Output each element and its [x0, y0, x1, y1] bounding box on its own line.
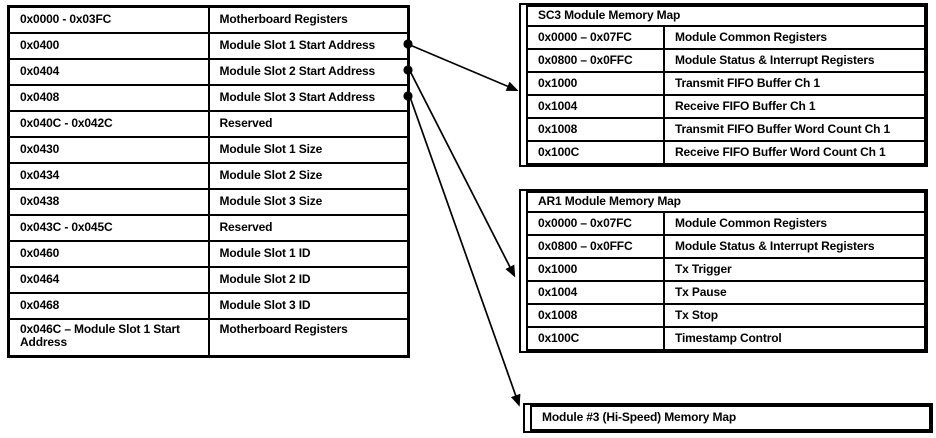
- table-cell: 0x0464: [7, 265, 210, 294]
- table-cell: 0x0800 – 0x0FFC: [526, 48, 665, 73]
- table-cell: Reserved: [207, 109, 410, 138]
- table-cell: Module Slot 2 Size: [207, 161, 410, 190]
- table-cell: Module Slot 1 Start Address: [207, 31, 410, 60]
- table-cell: Module Slot 1 ID: [207, 239, 410, 268]
- table-cell: 0x0000 – 0x07FC: [526, 211, 665, 236]
- table-cell: 0x0430: [7, 135, 210, 164]
- table-cell: 0x0800 – 0x0FFC: [526, 234, 665, 259]
- table-cell: Tx Pause: [663, 280, 926, 305]
- table-cell: Module Slot 3 Size: [207, 187, 410, 216]
- table-cell: Timestamp Control: [663, 326, 926, 351]
- table-cell: Motherboard Registers: [207, 317, 410, 358]
- table-cell: 0x0000 – 0x07FC: [526, 25, 665, 50]
- table-header-row: AR1 Module Memory Map: [526, 191, 926, 213]
- table-cell: 0x0404: [7, 57, 210, 86]
- table-cell: 0x0400: [7, 31, 210, 60]
- arrow-slot1-to-sc3-icon: [409, 44, 519, 91]
- arrow-slot3-to-module3-icon: [409, 96, 521, 407]
- table-header-row: Module #3 (Hi-Speed) Memory Map: [530, 405, 931, 431]
- ar1-table-title: AR1 Module Memory Map: [526, 191, 926, 213]
- table-cell: 0x1004: [526, 94, 665, 119]
- table-cell: 0x0468: [7, 291, 210, 320]
- table-cell: Transmit FIFO Buffer Ch 1: [663, 71, 926, 96]
- table-cell: 0x1008: [526, 303, 665, 328]
- table-cell: Module Slot 1 Size: [207, 135, 410, 164]
- table-cell: 0x0438: [7, 187, 210, 216]
- module3-memory-map-table: Module #3 (Hi-Speed) Memory Map: [530, 405, 931, 431]
- table-cell: 0x0460: [7, 239, 210, 268]
- table-cell: Module Slot 3 Start Address: [207, 83, 410, 112]
- table-cell: 0x040C - 0x042C: [7, 109, 210, 138]
- module3-table-title: Module #3 (Hi-Speed) Memory Map: [530, 405, 931, 431]
- table-cell: Motherboard Registers: [207, 5, 410, 34]
- table-cell: Module Slot 3 ID: [207, 291, 410, 320]
- sc3-table-title: SC3 Module Memory Map: [526, 5, 926, 27]
- table-cell: Transmit FIFO Buffer Word Count Ch 1: [663, 117, 926, 142]
- table-header-row: SC3 Module Memory Map: [526, 5, 926, 27]
- table-cell: 0x100C: [526, 140, 665, 165]
- table-cell: Receive FIFO Buffer Word Count Ch 1: [663, 140, 926, 165]
- table-cell: Tx Stop: [663, 303, 926, 328]
- table-cell: 0x0408: [7, 83, 210, 112]
- table-cell: Module Common Registers: [663, 25, 926, 50]
- table-cell: 0x1000: [526, 71, 665, 96]
- table-cell: 0x0434: [7, 161, 210, 190]
- table-cell: Module Status & Interrupt Registers: [663, 48, 926, 73]
- table-cell: Tx Trigger: [663, 257, 926, 282]
- module3-memory-map-box: Module #3 (Hi-Speed) Memory Map: [523, 403, 933, 433]
- table-cell: 0x1000: [526, 257, 665, 282]
- table-cell: Reserved: [207, 213, 410, 242]
- table-cell: 0x1004: [526, 280, 665, 305]
- table-cell: Module Slot 2 ID: [207, 265, 410, 294]
- table-cell: Module Status & Interrupt Registers: [663, 234, 926, 259]
- table-cell: Receive FIFO Buffer Ch 1: [663, 94, 926, 119]
- arrow-slot2-to-ar1-icon: [409, 70, 516, 278]
- table-cell: 0x1008: [526, 117, 665, 142]
- table-cell: Module Slot 2 Start Address: [207, 57, 410, 86]
- table-cell: 0x046C – Module Slot 1 Start Address: [7, 317, 210, 358]
- table-cell: 0x0000 - 0x03FC: [7, 5, 210, 34]
- table-cell: Module Common Registers: [663, 211, 926, 236]
- table-cell: 0x100C: [526, 326, 665, 351]
- table-cell: 0x043C - 0x045C: [7, 213, 210, 242]
